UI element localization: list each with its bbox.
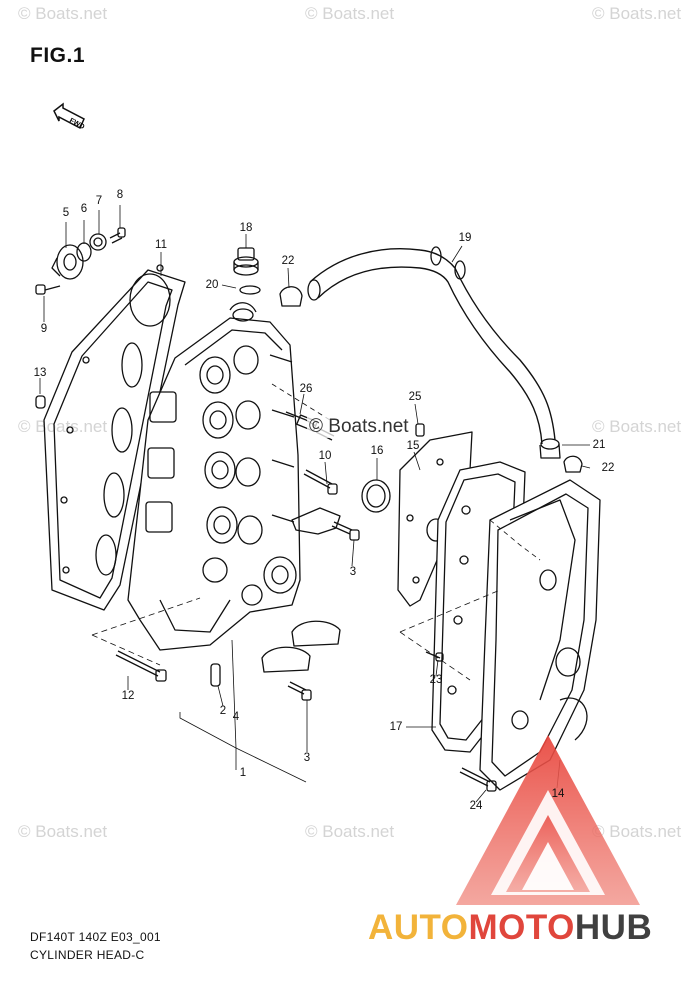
callout-9: 9 bbox=[40, 323, 48, 335]
callout-25: 25 bbox=[408, 391, 422, 403]
callout-21: 21 bbox=[592, 439, 606, 451]
watermark: © Boats.net bbox=[18, 4, 108, 23]
thermostat-cap bbox=[233, 247, 261, 295]
watermark: © Boats.net bbox=[18, 417, 108, 436]
bolts bbox=[115, 423, 497, 792]
callout-14: 14 bbox=[551, 788, 565, 800]
callout-12: 12 bbox=[121, 690, 135, 702]
callout-8: 8 bbox=[116, 189, 124, 201]
watermark-center: © Boats.net bbox=[307, 416, 411, 438]
callout-22: 22 bbox=[601, 462, 615, 474]
callout-3: 3 bbox=[349, 566, 357, 578]
callout-5: 5 bbox=[62, 207, 70, 219]
callout-22: 22 bbox=[281, 255, 295, 267]
callout-13: 13 bbox=[33, 367, 47, 379]
callout-17: 17 bbox=[389, 721, 403, 733]
callout-7: 7 bbox=[95, 195, 103, 207]
callout-10: 10 bbox=[318, 450, 332, 462]
figure-caption: CYLINDER HEAD-C bbox=[30, 948, 145, 962]
callout-3: 3 bbox=[303, 752, 311, 764]
callout-15: 15 bbox=[406, 440, 420, 452]
callout-20: 20 bbox=[205, 279, 219, 291]
camshaft-caps bbox=[261, 507, 341, 673]
brand-hub: HUB bbox=[574, 908, 653, 947]
callout-24: 24 bbox=[469, 800, 483, 812]
automotohub-logo-icon bbox=[456, 735, 640, 905]
callout-6: 6 bbox=[80, 203, 88, 215]
callout-11: 11 bbox=[155, 239, 167, 251]
head-gasket bbox=[43, 264, 186, 611]
callout-26: 26 bbox=[299, 383, 313, 395]
hose-clamp bbox=[279, 286, 583, 473]
callout-18: 18 bbox=[239, 222, 253, 234]
fwd-arrow-icon: FWD bbox=[53, 102, 85, 131]
seal-ring bbox=[361, 479, 391, 513]
callout-4: 4 bbox=[232, 711, 240, 723]
callout-1: 1 bbox=[239, 767, 247, 779]
watermark: © Boats.net bbox=[305, 4, 395, 23]
watermark: © Boats.net bbox=[592, 417, 682, 436]
outlet-cover bbox=[35, 227, 126, 295]
top-cover-plate bbox=[479, 479, 601, 791]
callout-16: 16 bbox=[370, 445, 384, 457]
callout-2: 2 bbox=[219, 705, 227, 717]
automotohub-wordmark: AUTOMOTOHUB bbox=[368, 908, 652, 948]
brand-moto: MOTO bbox=[468, 908, 575, 947]
model-code: DF140T 140Z E03_001 bbox=[30, 930, 161, 944]
water-hose bbox=[307, 246, 561, 459]
watermark: © Boats.net bbox=[18, 822, 108, 841]
callout-19: 19 bbox=[458, 232, 472, 244]
callout-23: 23 bbox=[429, 674, 443, 686]
leader-lines bbox=[39, 205, 591, 803]
cylinder-head bbox=[127, 302, 301, 651]
brand-auto: AUTO bbox=[368, 908, 469, 947]
dowel-pin bbox=[35, 395, 46, 409]
watermark: © Boats.net bbox=[592, 4, 682, 23]
watermark: © Boats.net bbox=[305, 822, 395, 841]
figure-title: FIG.1 bbox=[30, 44, 86, 67]
watermark: © Boats.net bbox=[592, 822, 682, 841]
